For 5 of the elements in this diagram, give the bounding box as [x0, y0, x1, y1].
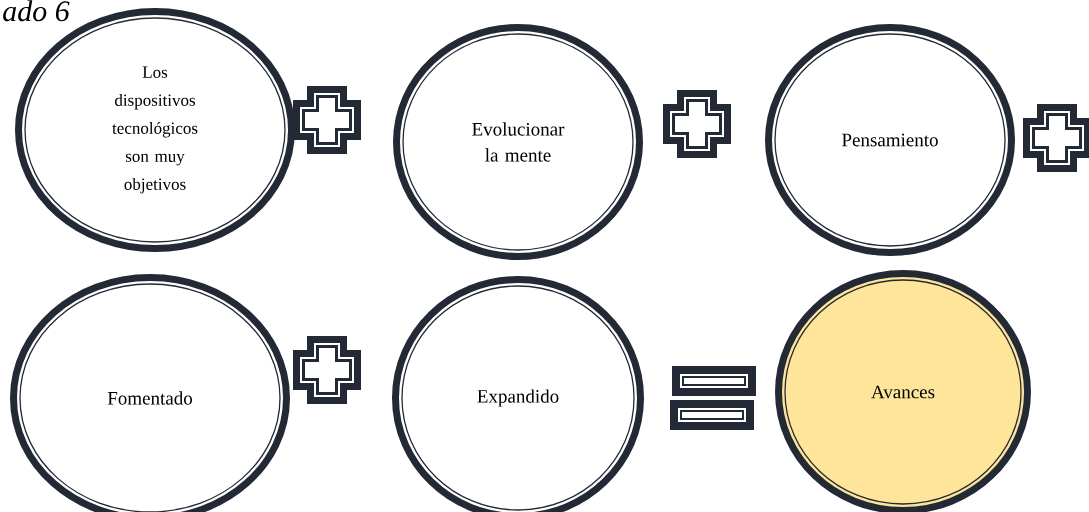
circle-node: Evolucionar la mente: [393, 24, 643, 260]
circle-node: Expandido: [392, 276, 644, 512]
circle-node: Pensamiento: [765, 24, 1015, 256]
circle-node: Avances: [775, 270, 1031, 512]
circle-node: Fomentado: [10, 274, 290, 512]
